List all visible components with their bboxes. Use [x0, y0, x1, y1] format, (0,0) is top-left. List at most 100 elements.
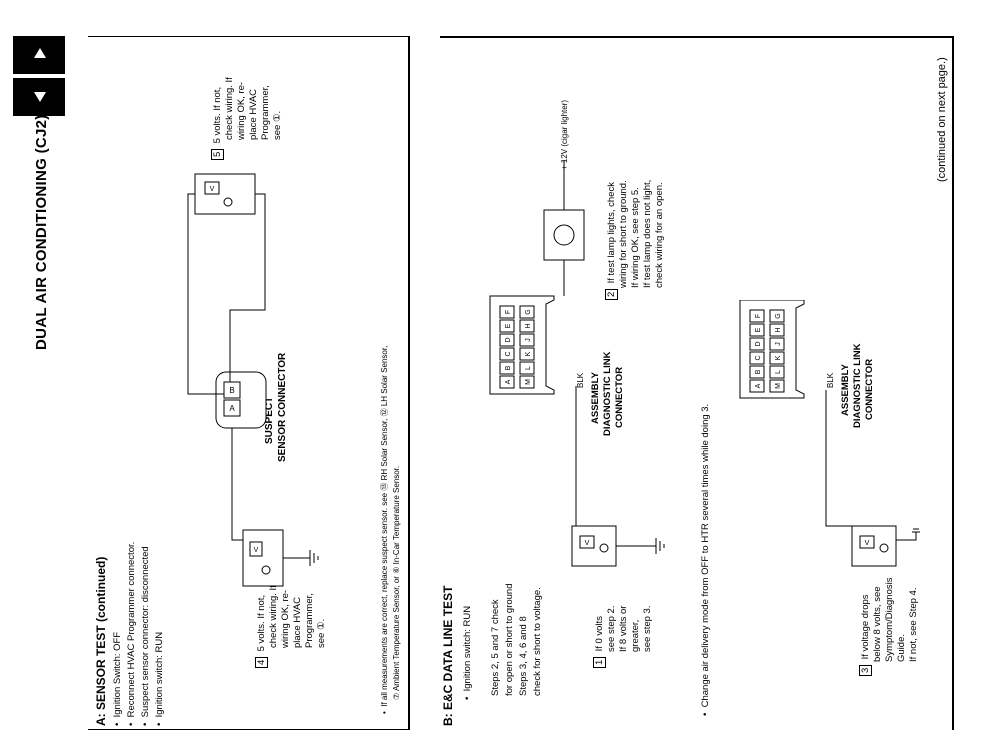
step-4-line-3: wiring OK, re- — [280, 589, 291, 648]
test-lamp-icon — [553, 224, 575, 246]
section-b-bullet-1: • Ignition switch: RUN — [462, 605, 473, 700]
svg-text:V: V — [210, 186, 215, 193]
voltmeter-icon — [859, 535, 875, 549]
step-1-line: If 0 volts — [594, 616, 605, 652]
lamp-icon — [879, 543, 889, 553]
page-tab-down[interactable] — [13, 78, 65, 116]
lamp-icon — [223, 197, 233, 207]
connector-pin — [749, 323, 765, 337]
step-4-block: 4 5 volts. If not, — [255, 594, 268, 668]
down-arrow-icon — [34, 92, 46, 102]
ground-icon — [283, 550, 319, 566]
step-1-line-2: see step 2. — [606, 605, 617, 652]
connector-pin — [519, 347, 535, 361]
connector-pin — [749, 379, 765, 393]
step-4-line: 5 volts. If not, — [256, 594, 267, 652]
meter-box-5 — [194, 173, 256, 215]
section-a-title: A: SENSOR TEST (continued) — [94, 556, 108, 726]
ground-icon — [896, 528, 920, 541]
connector-pin — [749, 337, 765, 351]
connector-pin — [769, 323, 785, 337]
test-lamp-box — [543, 209, 585, 261]
bullet-text: Ignition switch: RUN — [154, 631, 165, 718]
wire-connector-meter-2 — [825, 390, 852, 527]
step-5-line-6: see ①. — [272, 110, 283, 140]
svg-text:V: V — [585, 540, 590, 547]
step-3-line-4: Guide. — [896, 634, 907, 662]
lamp-icon — [261, 565, 271, 575]
lamp-icon — [599, 543, 609, 553]
connector-pin — [519, 375, 535, 389]
connector-pin-label: F — [755, 314, 762, 318]
connector-pin-label: B — [755, 369, 762, 374]
connector-pin-label: E — [755, 327, 762, 332]
step-1-block: 1 If 0 volts — [593, 616, 606, 668]
connector-pin-label: B — [505, 365, 512, 370]
steps-line-2: for open or short to ground — [504, 583, 515, 697]
connector-pin — [769, 365, 785, 379]
bullet-text: Reconnect HVAC Programmer connector. — [126, 541, 137, 718]
connector-pin-label: C — [755, 355, 762, 360]
connector-pin — [519, 319, 535, 333]
step-4-line-2: check wiring. If — [268, 585, 279, 648]
section-a-bullet-1: • Ignition Switch: OFF — [112, 631, 123, 726]
connector-pin — [499, 305, 515, 319]
step-5-line-2: check wiring. If — [224, 77, 235, 140]
connector-pin-label: G — [525, 309, 532, 314]
section-b-title: B: E&C DATA LINE TEST — [441, 585, 455, 726]
svg-text:V: V — [865, 540, 870, 547]
footnote-line-2: ⑦ Ambient Temperature Sensor, or ⑥ In-Ca… — [392, 465, 401, 700]
svg-text:V: V — [254, 547, 259, 554]
pin-b: B — [229, 386, 234, 395]
section-b-bullet-2: • Change air delivery mode from OFF to H… — [700, 403, 711, 716]
steps-line-4: check for short to voltage. — [532, 587, 543, 696]
steps-line-3: Steps 3, 4, 6 and 8 — [518, 616, 529, 696]
step-3-line-5: If not, see Step 4. — [908, 587, 919, 662]
connector-pin-label: K — [525, 351, 532, 356]
connector-pin — [499, 319, 515, 333]
step-5-line-3: wiring OK, re- — [236, 81, 247, 140]
connector-pin-label: M — [525, 379, 532, 385]
connector-pin-label: C — [505, 351, 512, 356]
connector-pin-label: J — [775, 342, 782, 346]
step-3-line-2: below 8 volts, see — [872, 586, 883, 662]
connector-pin — [499, 361, 515, 375]
connector-pin-label: H — [775, 327, 782, 332]
connector-pin-label: E — [505, 323, 512, 328]
connector-pin-label: L — [525, 366, 532, 370]
step-4-line-4: place HVAC — [292, 596, 303, 648]
connector-pin-label: A — [755, 383, 762, 388]
bullet-text: Ignition Switch: OFF — [112, 631, 123, 718]
section-b-right-border — [952, 36, 954, 730]
connector-pin — [769, 309, 785, 323]
connector-pin — [769, 337, 785, 351]
step-4-line-6: see ①. — [316, 618, 327, 648]
wire-bottom-meter — [231, 428, 243, 541]
steps-line-1: Steps 2, 5 and 7 check — [490, 599, 501, 696]
wire-top-meter — [187, 193, 224, 395]
section-a-bullet-2: • Reconnect HVAC Programmer connector. — [126, 541, 137, 726]
step-1-line-3: If 8 volts or — [618, 605, 629, 652]
connector-pin-label: D — [505, 337, 512, 342]
page-title: DUAL AIR CONDITIONING (CJ2) — [33, 114, 50, 350]
continued-note: (continued on next page.) — [936, 57, 948, 182]
step-3-line-3: Symptom/Diagnosis — [884, 577, 895, 662]
connector-pin — [749, 309, 765, 323]
connector-pin — [499, 375, 515, 389]
step-1-number: 1 — [593, 656, 606, 668]
connector-pin — [499, 333, 515, 347]
connector-pin — [519, 333, 535, 347]
meter-box-4 — [242, 529, 284, 587]
connector-pin — [499, 347, 515, 361]
page-tab-up[interactable] — [13, 36, 65, 74]
step-3-block: 3 If voltage drops — [859, 594, 872, 676]
voltmeter-icon — [204, 181, 220, 195]
voltmeter-icon — [249, 541, 263, 557]
bullet-text: Ignition switch: RUN — [462, 605, 473, 692]
sensor-test-diagram: V V B A — [187, 173, 319, 587]
step-3-number: 3 — [859, 664, 872, 676]
step-5-line-5: Programmer, — [260, 85, 271, 140]
